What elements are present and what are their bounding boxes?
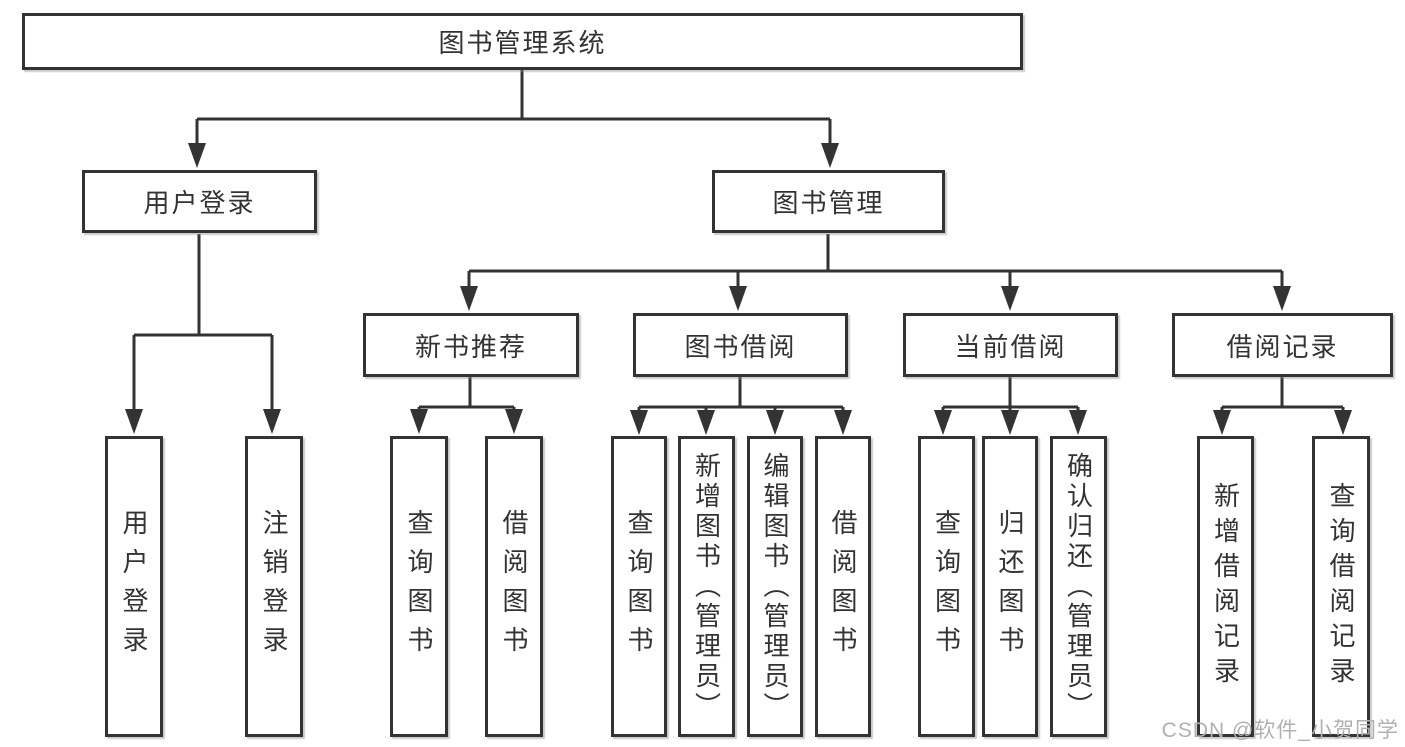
node-book-management: 图书管理 (712, 170, 945, 233)
node-library-management-system: 图书管理系统 (22, 13, 1023, 70)
node-label: 编辑图书（管理员） (760, 451, 790, 722)
node-logout: 注销登录 (245, 436, 303, 737)
node-query-books-recommendation: 查询图书 (390, 436, 448, 737)
node-add-borrow-record: 新增借阅记录 (1197, 436, 1254, 737)
node-query-borrow-record: 查询借阅记录 (1312, 436, 1370, 737)
node-borrow-books-recommendation: 借阅图书 (485, 436, 543, 737)
node-borrow-books-borrowing: 借阅图书 (815, 436, 871, 737)
node-label: 当前借阅 (954, 331, 1067, 362)
node-borrowing-records: 借阅记录 (1172, 313, 1393, 377)
node-add-books-admin: 新增图书（管理员） (678, 436, 735, 737)
node-edit-books-admin: 编辑图书（管理员） (747, 436, 803, 737)
node-label: 新增图书（管理员） (691, 451, 722, 722)
node-label: 图书借阅 (684, 331, 797, 362)
node-label: 新书推荐 (414, 331, 527, 362)
node-label: 查询图书 (931, 508, 962, 665)
arrowhead-icons (125, 143, 1352, 435)
node-label: 注销登录 (259, 508, 289, 665)
node-label: 新增借阅记录 (1210, 481, 1241, 692)
node-label: 图书管理系统 (438, 28, 607, 58)
watermark: CSDN @软件_小贺同学 (1161, 719, 1399, 742)
node-label: 用户登录 (143, 188, 256, 218)
node-query-books-current: 查询图书 (918, 436, 975, 737)
node-label: 图书管理 (772, 188, 885, 218)
node-label: 归还图书 (995, 508, 1025, 665)
node-label: 查询借阅记录 (1326, 481, 1356, 692)
node-user-login: 用户登录 (82, 170, 317, 233)
node-new-book-recommendation: 新书推荐 (363, 313, 579, 377)
node-return-books: 归还图书 (982, 436, 1038, 737)
node-label: 查询图书 (404, 508, 434, 665)
node-current-borrowing: 当前借阅 (903, 313, 1118, 377)
node-label: 确认归还（管理员） (1063, 451, 1094, 722)
node-label: 查询图书 (624, 508, 654, 665)
node-label: 借阅记录 (1226, 331, 1339, 362)
node-label: 借阅图书 (828, 508, 858, 665)
node-user-login-leaf: 用户登录 (105, 436, 163, 737)
node-label: 用户登录 (119, 508, 149, 665)
node-label: 借阅图书 (499, 508, 529, 665)
node-confirm-return-admin: 确认归还（管理员） (1050, 436, 1107, 737)
node-query-books-borrowing: 查询图书 (611, 436, 667, 737)
node-book-borrowing: 图书借阅 (633, 313, 848, 377)
